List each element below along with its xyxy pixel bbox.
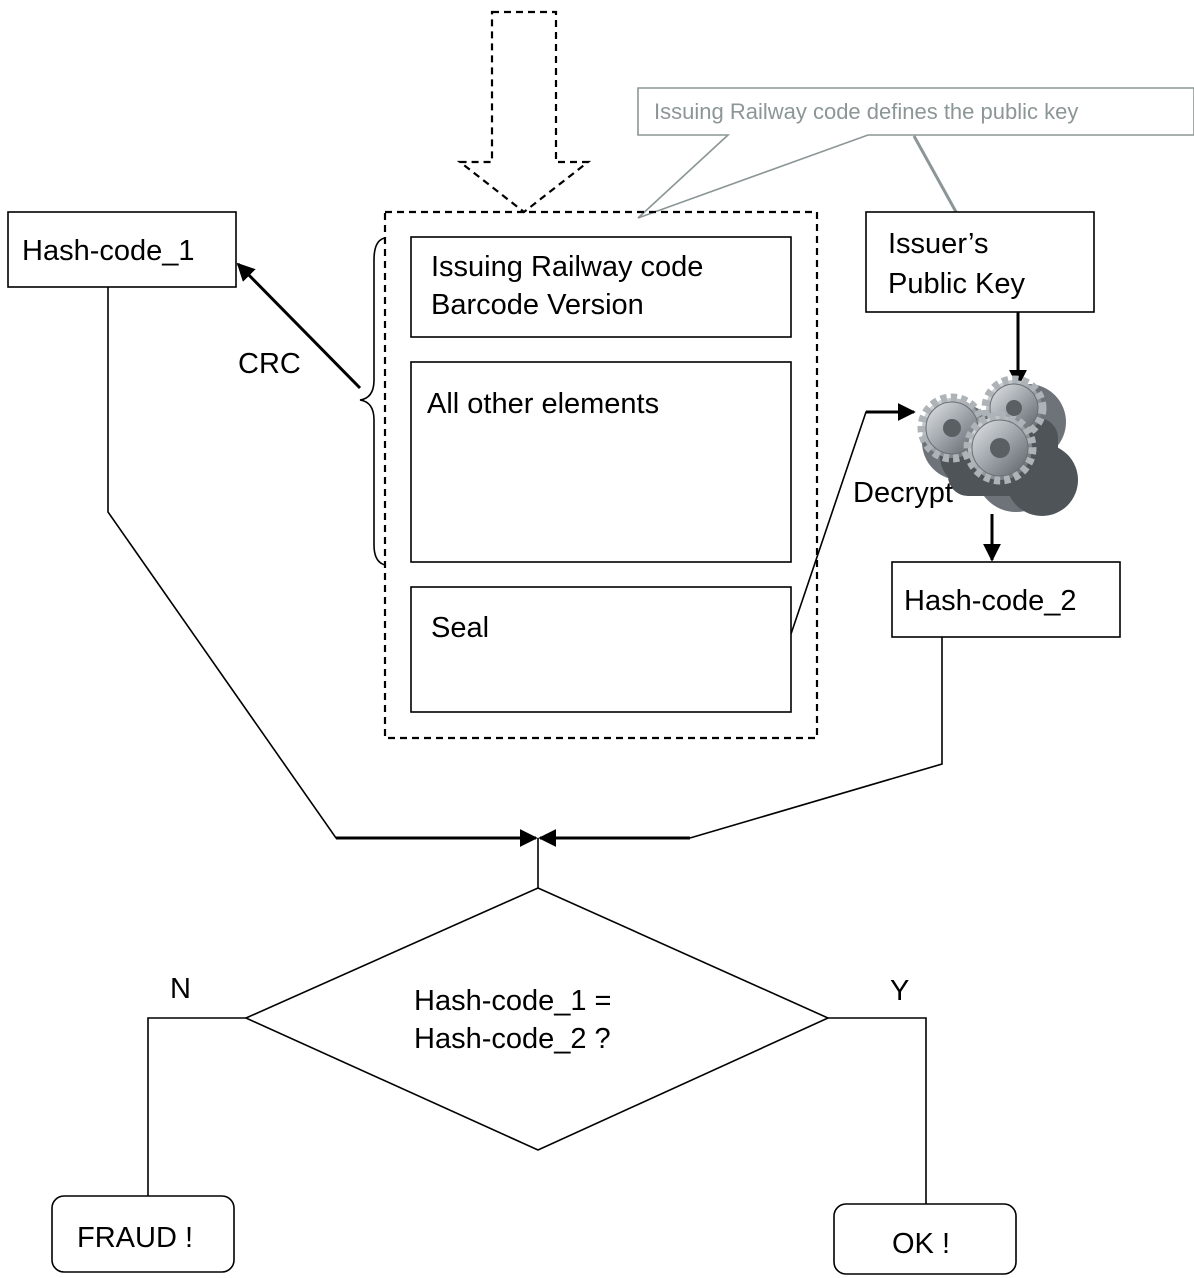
crc-arrow [236,262,362,390]
barcode-container [383,210,819,740]
crc-brace [359,237,386,566]
public-key-callout: Issuing Railway code defines the public … [637,87,1194,232]
header-line-barcode-version: Barcode Version [431,289,644,321]
fraud-box [51,1195,235,1273]
seal-label: Seal [431,612,489,644]
ok-box [833,1203,1017,1275]
no-branch-line [147,1017,246,1196]
yes-branch-label: Y [890,975,909,1007]
hash-code-2-label: Hash-code_2 [904,585,1077,617]
yes-branch-line [828,1017,927,1204]
hash-code-1-label: Hash-code_1 [22,235,195,267]
hash-code-1-box [7,211,237,288]
public-key-box [865,211,1095,313]
header-box [410,236,792,338]
gears-icon [917,375,1078,516]
decision-diamond [244,887,830,1151]
hash-code-2-box [891,561,1121,638]
ok-label: OK ! [892,1228,950,1260]
header-line-railway-code: Issuing Railway code [431,251,703,283]
seal-box [410,586,792,713]
decrypt-label: Decrypt [853,477,953,509]
crc-label: CRC [238,348,301,380]
input-arrow [456,10,592,214]
other-elements-label: All other elements [427,388,659,420]
decision-text-line1: Hash-code_1 = [414,985,612,1017]
decision-text-line2: Hash-code_2 ? [414,1023,611,1055]
fraud-label: FRAUD ! [77,1222,193,1254]
public-key-line1: Issuer’s [888,228,988,260]
callout-text: Issuing Railway code defines the public … [654,99,1078,124]
hash-code-2-connector [689,637,943,839]
other-elements-box [410,361,792,563]
no-branch-label: N [170,973,191,1005]
public-key-line2: Public Key [888,268,1026,300]
